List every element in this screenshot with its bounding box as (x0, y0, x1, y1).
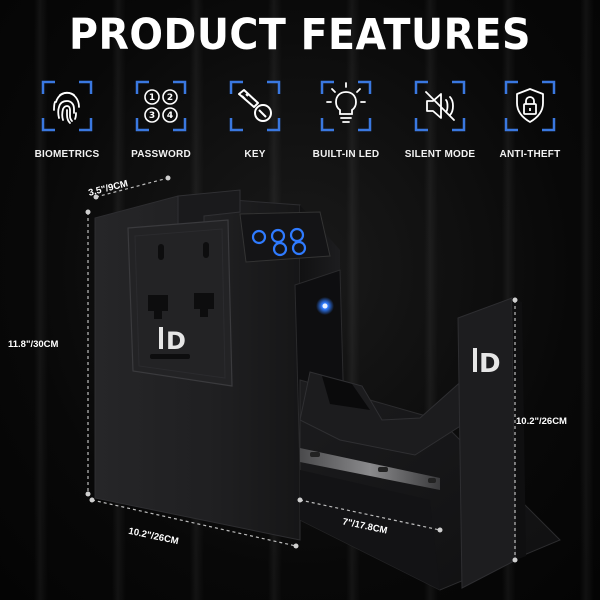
feature-row: BIOMETRICS 1 2 3 4 PASSWORD (0, 80, 600, 170)
feature-label: BIOMETRICS (34, 149, 100, 160)
brand-logo: D (166, 327, 186, 355)
feature-label: KEY (244, 149, 266, 160)
feature-label: SILENT MODE (404, 149, 476, 160)
shield-lock-icon (504, 80, 556, 132)
brand-logo: D (479, 349, 501, 379)
feature-key: KEY (200, 80, 310, 160)
keypad-key-label: 3 (149, 111, 155, 121)
dimension-endpoints (85, 175, 518, 563)
dimension-drawer-height: 10.2"/26CM (516, 416, 567, 427)
feature-anti-theft: ANTI-THEFT (475, 80, 585, 160)
feature-biometrics: BIOMETRICS (12, 80, 122, 160)
safe-body (94, 189, 340, 541)
keypad-key-label: 2 (167, 93, 173, 103)
drawer-slide-rail (300, 448, 440, 490)
key-icon (229, 80, 281, 132)
keypad-button (270, 228, 286, 244)
dimension-height: 11.8"/30CM (8, 339, 59, 350)
dimension-lines (87, 177, 516, 560)
feature-password: 1 2 3 4 PASSWORD (106, 80, 216, 160)
page-title: PRODUCT FEATURES (69, 10, 531, 60)
keypad-key-label: 1 (149, 93, 155, 103)
feature-label: BUILT-IN LED (312, 149, 380, 160)
feature-built-in-led: BUILT-IN LED (291, 80, 401, 160)
fingerprint-icon (41, 80, 93, 132)
keypad-key-label: 4 (167, 111, 173, 121)
keypad-button (272, 241, 288, 257)
feature-silent-mode: SILENT MODE (385, 80, 495, 160)
lightbulb-icon (320, 80, 372, 132)
brand-logo (159, 327, 477, 372)
keypad-button (291, 240, 307, 256)
keypad-button (289, 227, 305, 243)
feature-label: PASSWORD (131, 149, 191, 160)
keypad-icon: 1 2 3 4 (135, 80, 187, 132)
speaker-mute-icon (414, 80, 466, 132)
feature-label: ANTI-THEFT (499, 149, 561, 160)
keypad-panel (239, 211, 331, 263)
keypad-button (251, 229, 267, 245)
